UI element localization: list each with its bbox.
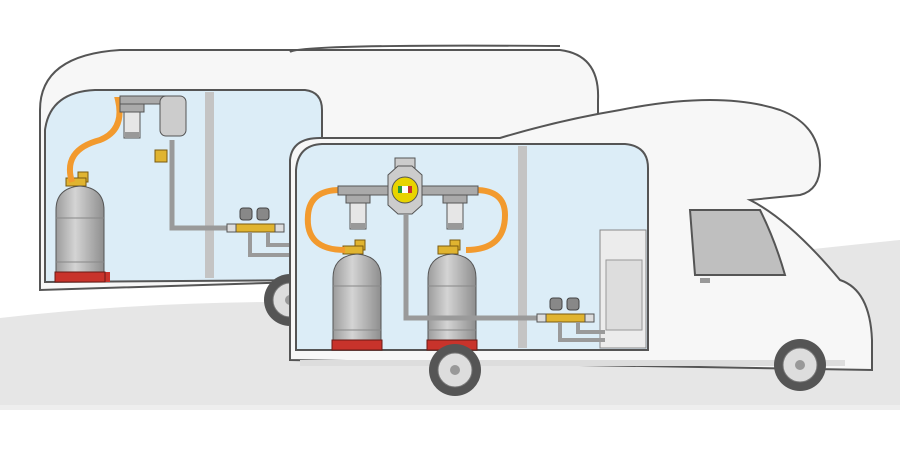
hose [66,97,125,183]
cab-window [688,209,787,276]
filter-icon [345,194,371,230]
motorhome [289,99,873,397]
filter-icon [442,194,468,230]
regulator-icon [387,157,423,215]
caravan [39,44,600,327]
caravan-interior [44,89,323,284]
wheel-icon [773,338,827,392]
filter-icon [119,103,145,139]
wheel-icon [428,343,482,397]
regulator-icon [159,95,187,137]
